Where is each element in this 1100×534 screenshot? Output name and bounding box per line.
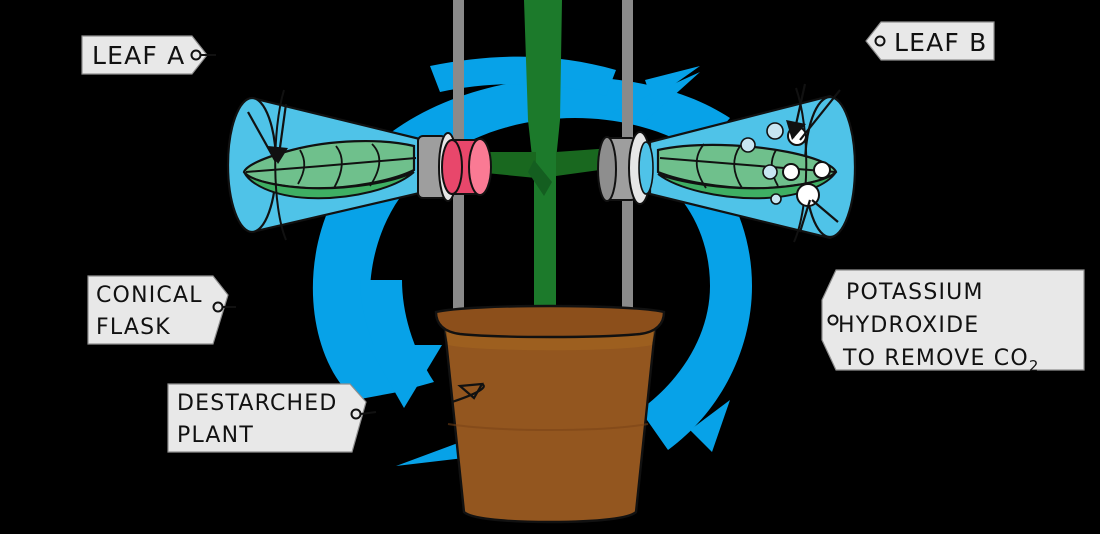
label-conical-flask-eyelet: [212, 301, 224, 313]
label-potassium-hydroxide-line-1: POTASSIUM: [846, 280, 984, 305]
left-leaf-pointer-1: [247, 111, 277, 163]
label-potassium-hydroxide-line-2: HYDROXIDE: [838, 313, 979, 338]
koh-pointer-1: [798, 199, 812, 233]
label-leaf-b-text: LEAF B: [894, 28, 988, 57]
label-leaf-a-eyelet: [190, 49, 202, 61]
left-leaf-vein-2: [333, 145, 343, 189]
koh-bubble-4: [770, 193, 782, 205]
arrowhead-sliver-bottom-left: [396, 440, 466, 466]
label-leaf-a-body: [81, 35, 208, 75]
label-co2-subscript: 2: [1029, 357, 1040, 375]
right-stopper-assembly: [597, 131, 654, 205]
pot-rim: [434, 304, 666, 339]
arrow-ring-top-band: [430, 56, 616, 96]
arrow-ring-right: [640, 148, 752, 450]
right-leaf-pointer-2: [799, 89, 841, 141]
pot-body: [443, 328, 657, 524]
label-potassium-hydroxide-body: [821, 269, 1085, 371]
left-stopper-assembly: [417, 132, 492, 202]
arrowhead-upper-right: [612, 72, 700, 126]
right-neck-bore: [638, 141, 654, 195]
plant-main-stem: [524, 0, 562, 330]
label-conical-flask-line-2: FLASK: [96, 315, 171, 340]
label-potassium-hydroxide-eyelet: [827, 314, 839, 326]
right-stopper-back: [597, 136, 617, 202]
right-leaf-vein-3: [695, 143, 707, 189]
label-leaf-a[interactable]: LEAF A: [81, 35, 216, 75]
label-destarched-plant-line-1: DESTARCHED: [177, 391, 338, 416]
label-potassium-hydroxide-line-3: TO REMOVE CO2: [842, 346, 1040, 375]
left-leaf-midrib: [245, 157, 417, 173]
label-destarched-plant[interactable]: DESTARCHED PLANT: [167, 383, 377, 453]
koh-bubble-2: [740, 137, 756, 153]
left-bung-face: [468, 138, 492, 196]
left-leaf-pointer-head: [268, 146, 288, 164]
label-destarched-plant-line-2: PLANT: [177, 423, 254, 448]
koh-droplet-3: [782, 163, 800, 181]
label-conical-flask[interactable]: CONICAL FLASK: [87, 275, 236, 345]
left-conical-flask: [226, 89, 426, 241]
label-leaf-b-body: [865, 21, 995, 61]
label-conical-flask-body: [87, 275, 229, 345]
right-leaf-pointer-head: [786, 120, 806, 140]
koh-bubble-3: [762, 164, 778, 180]
arrowhead-sliver-bottom-right: [690, 400, 730, 452]
left-flask-rim-line: [274, 89, 287, 241]
label-destarched-plant-eyelet: [350, 408, 362, 420]
koh-pointer-2: [811, 199, 839, 223]
left-leaf-vein-3: [369, 143, 381, 187]
arrowhead-upper-right-tip: [645, 66, 700, 100]
left-leaf-vein-1: [297, 149, 306, 185]
pot-pointer-head: [457, 382, 485, 400]
label-leaf-b-eyelet: [874, 35, 886, 47]
label-conical-flask-line-1: CONICAL: [96, 283, 203, 308]
koh-bubble-1: [766, 122, 784, 140]
left-leaf-lower: [243, 171, 415, 200]
right-conical-flask: [648, 83, 857, 243]
right-leaf-vein-2: [733, 145, 743, 189]
left-bung-back: [441, 139, 463, 195]
koh-droplet-2: [813, 161, 831, 179]
label-destarched-plant-leader: [360, 411, 377, 415]
arrowhead-lower-left: [368, 345, 442, 408]
plant-pot: [434, 304, 666, 524]
label-leaf-a-text: LEAF A: [92, 41, 185, 70]
label-potassium-hydroxide[interactable]: POTASSIUM HYDROXIDE TO REMOVE CO2: [821, 269, 1085, 375]
plant-fork: [528, 160, 552, 196]
right-leaf-lower: [657, 171, 837, 200]
pot-shading-line: [447, 423, 649, 431]
label-leaf-b[interactable]: LEAF B: [865, 21, 995, 61]
label-destarched-plant-body: [167, 383, 367, 453]
